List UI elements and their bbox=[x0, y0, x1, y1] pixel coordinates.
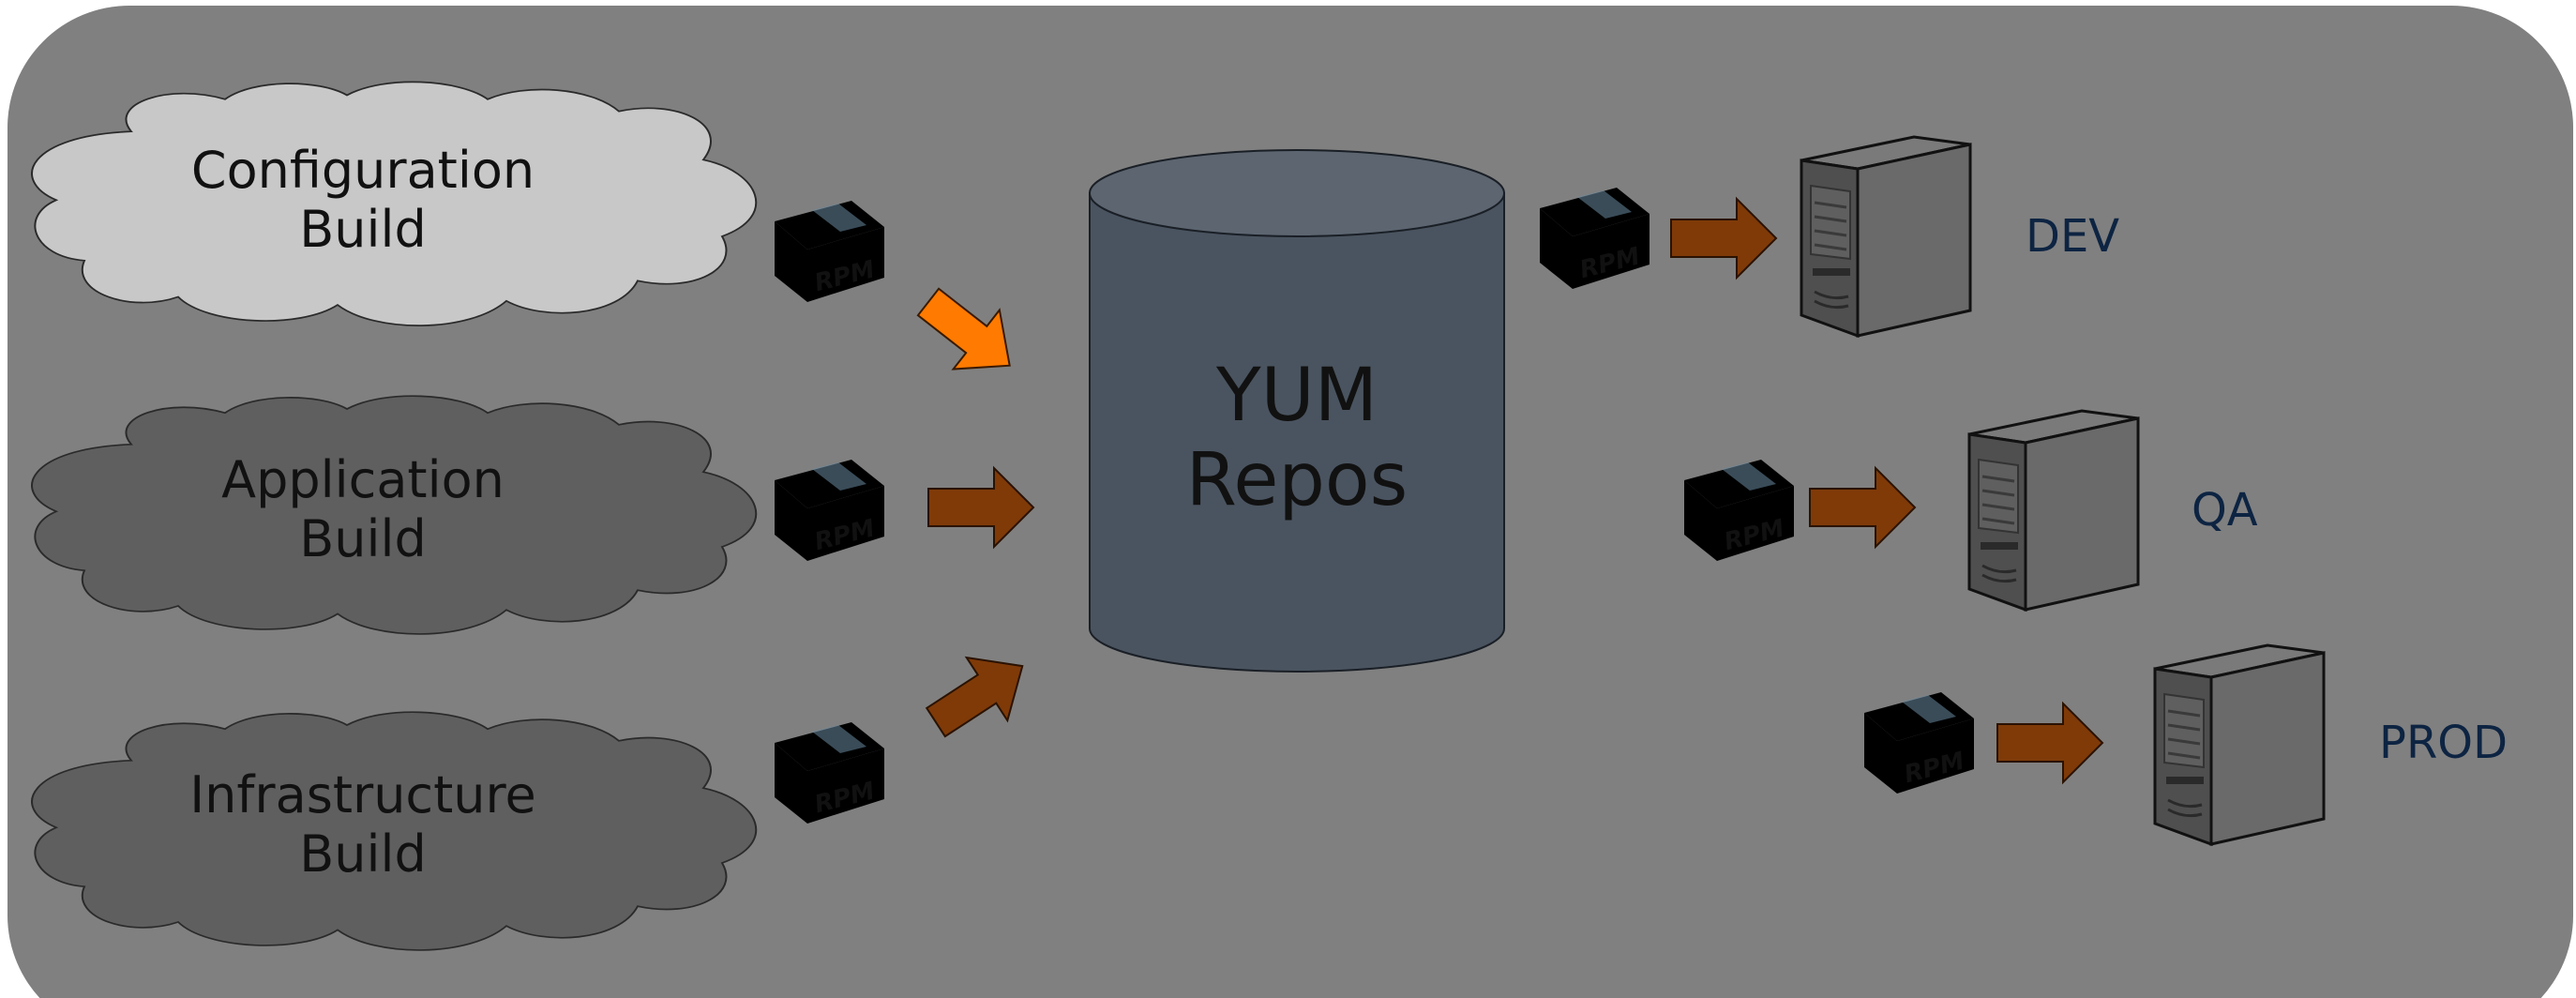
arrow-right-icon bbox=[927, 465, 1035, 550]
build-label-line1: Infrastructure bbox=[189, 765, 536, 824]
server-icon bbox=[1800, 135, 1972, 338]
arrow-right-icon bbox=[925, 656, 1024, 738]
arrow-right-icon bbox=[1670, 196, 1778, 280]
env-label-dev: DEV bbox=[2026, 210, 2119, 263]
build-label-line2: Build bbox=[299, 824, 427, 884]
build-label-line1: Application bbox=[221, 450, 505, 509]
build-label-line1: Configuration bbox=[191, 141, 535, 200]
arrow-right-icon bbox=[1809, 465, 1917, 550]
env-label-prod: PROD bbox=[2379, 717, 2508, 769]
build-label-line2: Build bbox=[299, 200, 427, 259]
server-icon bbox=[1967, 409, 2140, 612]
repo-label-line1: YUM bbox=[1215, 354, 1378, 438]
build-label-line2: Build bbox=[299, 509, 427, 568]
arrow-right-icon bbox=[1996, 701, 2104, 785]
arrow-right-icon bbox=[916, 287, 1011, 370]
yum-repo-cylinder bbox=[1089, 149, 1505, 673]
server-icon bbox=[2153, 643, 2326, 846]
env-label-qa: QA bbox=[2192, 484, 2258, 537]
repo-label-line2: Repos bbox=[1186, 438, 1409, 522]
